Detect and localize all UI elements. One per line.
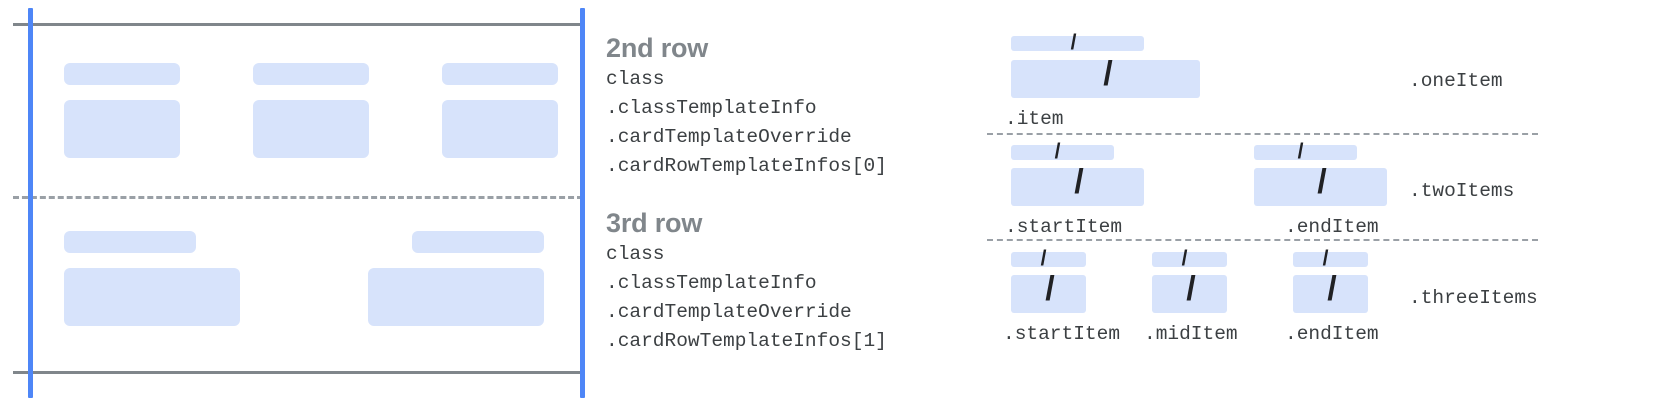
row2-label-placeholder <box>442 63 558 85</box>
variant-separator-dashed-line <box>987 133 1538 135</box>
variant-row-label: .threeItems <box>1409 287 1538 309</box>
annotation-code-line: class <box>606 243 665 265</box>
variant-row-label: .twoItems <box>1409 180 1515 202</box>
variant-row-label: .oneItem <box>1409 70 1503 92</box>
annotation-3rd-row: 3rd row class .classTemplateInfo .cardTe… <box>606 206 986 356</box>
card-row-template-diagram <box>0 0 592 412</box>
row2-label-placeholder <box>64 63 180 85</box>
row2-content-placeholder <box>64 100 180 158</box>
slash-icon: / <box>1327 270 1337 308</box>
slash-icon: / <box>1322 247 1329 270</box>
item-content-placeholder <box>1152 275 1227 313</box>
row3-label-placeholder <box>64 231 196 253</box>
annotation-code-line: .cardTemplateOverride <box>606 301 852 323</box>
annotation-code-line: .classTemplateInfo <box>606 97 817 119</box>
row-item-variants-diagram: //.item.oneItem//.startItem//.endItem.tw… <box>985 0 1676 412</box>
annotation-code-line: .cardRowTemplateInfos[1] <box>606 330 887 352</box>
variant-separator-dashed-line <box>987 239 1538 241</box>
item-label-placeholder <box>1254 145 1357 160</box>
item-caption: .startItem <box>1003 323 1121 345</box>
item-caption: .endItem <box>1285 323 1379 345</box>
slash-icon: / <box>1181 247 1188 270</box>
item-content-placeholder <box>1293 275 1368 313</box>
bottom-boundary-line <box>13 371 583 374</box>
slash-icon: / <box>1297 140 1304 163</box>
right-guide-line <box>580 8 585 398</box>
row3-content-placeholder <box>64 268 240 326</box>
annotation-title: 3rd row <box>606 208 703 238</box>
item-label-placeholder <box>1011 36 1144 51</box>
top-boundary-line <box>13 23 583 26</box>
item-caption: .item <box>1005 108 1064 130</box>
annotation-code-line: .cardTemplateOverride <box>606 126 852 148</box>
annotation-code-line: .cardRowTemplateInfos[0] <box>606 155 887 177</box>
annotation-2nd-row: 2nd row class .classTemplateInfo .cardTe… <box>606 31 986 181</box>
slash-icon: / <box>1054 140 1061 163</box>
slash-icon: / <box>1186 270 1196 308</box>
slash-icon: / <box>1045 270 1055 308</box>
item-content-placeholder <box>1011 168 1144 206</box>
row2-content-placeholder <box>442 100 558 158</box>
row2-label-placeholder <box>253 63 369 85</box>
slash-icon: / <box>1040 247 1047 270</box>
item-label-placeholder <box>1011 252 1086 267</box>
item-caption: .midItem <box>1144 323 1238 345</box>
left-guide-line <box>28 8 33 398</box>
row3-label-placeholder <box>412 231 544 253</box>
annotation-code-line: .classTemplateInfo <box>606 272 817 294</box>
item-label-placeholder <box>1011 145 1114 160</box>
slash-icon: / <box>1103 55 1113 93</box>
item-content-placeholder <box>1254 168 1387 206</box>
row-separator-dashed-line <box>13 196 583 199</box>
item-caption: .startItem <box>1005 216 1123 238</box>
item-label-placeholder <box>1152 252 1227 267</box>
slash-icon: / <box>1317 163 1327 201</box>
annotation-code-line: class <box>606 68 665 90</box>
slash-icon: / <box>1070 31 1077 54</box>
row2-content-placeholder <box>253 100 369 158</box>
item-content-placeholder <box>1011 275 1086 313</box>
item-label-placeholder <box>1293 252 1368 267</box>
annotation-title: 2nd row <box>606 33 709 63</box>
row3-content-placeholder <box>368 268 544 326</box>
item-caption: .endItem <box>1285 216 1379 238</box>
slash-icon: / <box>1074 163 1084 201</box>
item-content-placeholder <box>1011 60 1200 98</box>
